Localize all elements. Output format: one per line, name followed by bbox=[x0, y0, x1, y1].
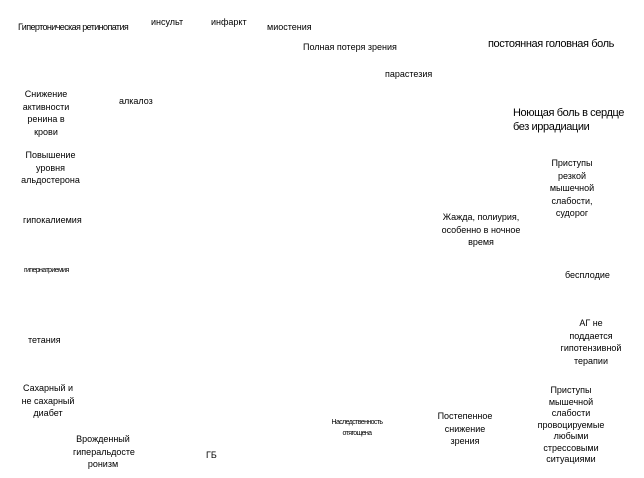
label-congenital: Врожденный гиперальдосте ронизм bbox=[73, 434, 135, 469]
label-myasthenia: миостения bbox=[267, 22, 312, 32]
label-infertility: бесплодие bbox=[565, 270, 610, 280]
label-gb: ГБ bbox=[206, 450, 217, 460]
label-thirst: Жажда, полиурия, особенно в ночное время bbox=[441, 212, 521, 247]
label-infarction: инфаркт bbox=[211, 17, 247, 27]
label-hypertensive-retinopathy: Гипертоническая ретинопатия bbox=[18, 22, 129, 32]
label-tetany: тетания bbox=[28, 335, 61, 345]
label-alkalosis: алкалоз bbox=[119, 96, 153, 106]
label-diabetes: Сахарный и не сахарный диабет bbox=[21, 383, 75, 418]
label-aldosterone: Повышение уровня альдостерона bbox=[21, 150, 80, 185]
label-hypernatremia: гипернатриемия bbox=[24, 267, 69, 274]
label-vision-loss: Полная потеря зрения bbox=[303, 42, 397, 52]
label-headache: постоянная головная боль bbox=[488, 38, 614, 50]
label-gradual-vision: Постепенное снижение зрения bbox=[437, 411, 493, 446]
label-heart-pain: Ноющая боль в сердце без иррадиации bbox=[513, 107, 624, 133]
label-heredity: Наследственность отягощена bbox=[331, 419, 384, 437]
label-hypokalemia: гипокалиемия bbox=[23, 215, 82, 225]
label-stress-attacks: Приступы мышечной слабости провоцируемые… bbox=[537, 385, 605, 464]
label-renin: Снижение активности ренина в крови bbox=[22, 89, 70, 137]
label-paresthesia: парастезия bbox=[385, 69, 433, 79]
label-ag-therapy: АГ не поддается гипотензивной терапии bbox=[560, 318, 622, 366]
label-stroke: инсульт bbox=[151, 17, 184, 27]
label-muscle-weakness-attacks: Приступы резкой мышечной слабости, судор… bbox=[549, 158, 595, 218]
